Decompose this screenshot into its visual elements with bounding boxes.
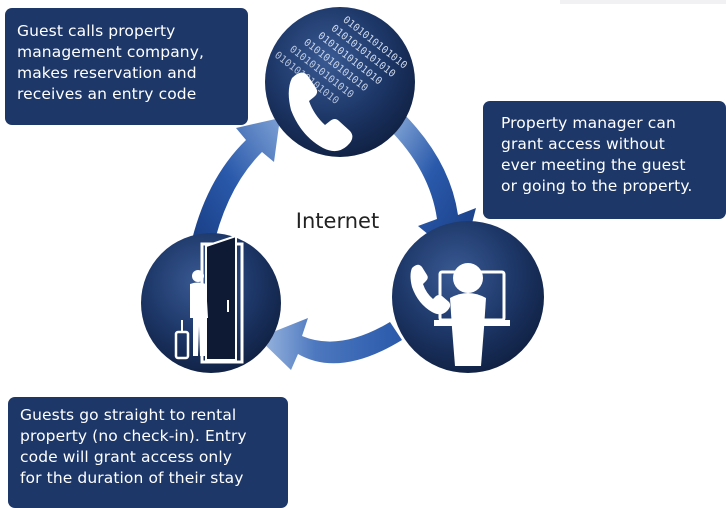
corner-strip — [560, 0, 726, 4]
callout-line: management company, — [17, 43, 205, 61]
callout-line: ever meeting the guest — [501, 156, 686, 174]
arrow-right-to-left — [258, 318, 402, 370]
computer-user-icon — [434, 263, 510, 366]
center-label-internet: Internet — [295, 209, 380, 233]
arrow-left-to-top — [190, 118, 280, 252]
node-phone: 0101010101010 0101010101010 010101010101… — [265, 7, 415, 157]
callout-line: grant access without — [501, 135, 665, 153]
node-manager — [392, 221, 544, 373]
callout-manager: Property manager can grant access withou… — [483, 101, 726, 219]
callout-line: Property manager can — [501, 114, 676, 132]
node-guest — [141, 233, 281, 373]
callout-line: Guest calls property — [17, 22, 176, 40]
callout-reservation: Guest calls property management company,… — [5, 8, 248, 125]
callout-line: for the duration of their stay — [20, 469, 244, 487]
guest-door-icon — [174, 234, 244, 364]
phone-icon — [288, 72, 353, 152]
callout-line: property (no check-in). Entry — [20, 427, 247, 445]
callout-line: or going to the property. — [501, 177, 693, 195]
callout-line: makes reservation and — [17, 64, 197, 82]
callout-guest: Guests go straight to rental property (n… — [8, 397, 288, 508]
callout-line: Guests go straight to rental — [20, 406, 237, 424]
callout-line: receives an entry code — [17, 85, 197, 103]
callout-line: code will grant access only — [20, 448, 233, 466]
